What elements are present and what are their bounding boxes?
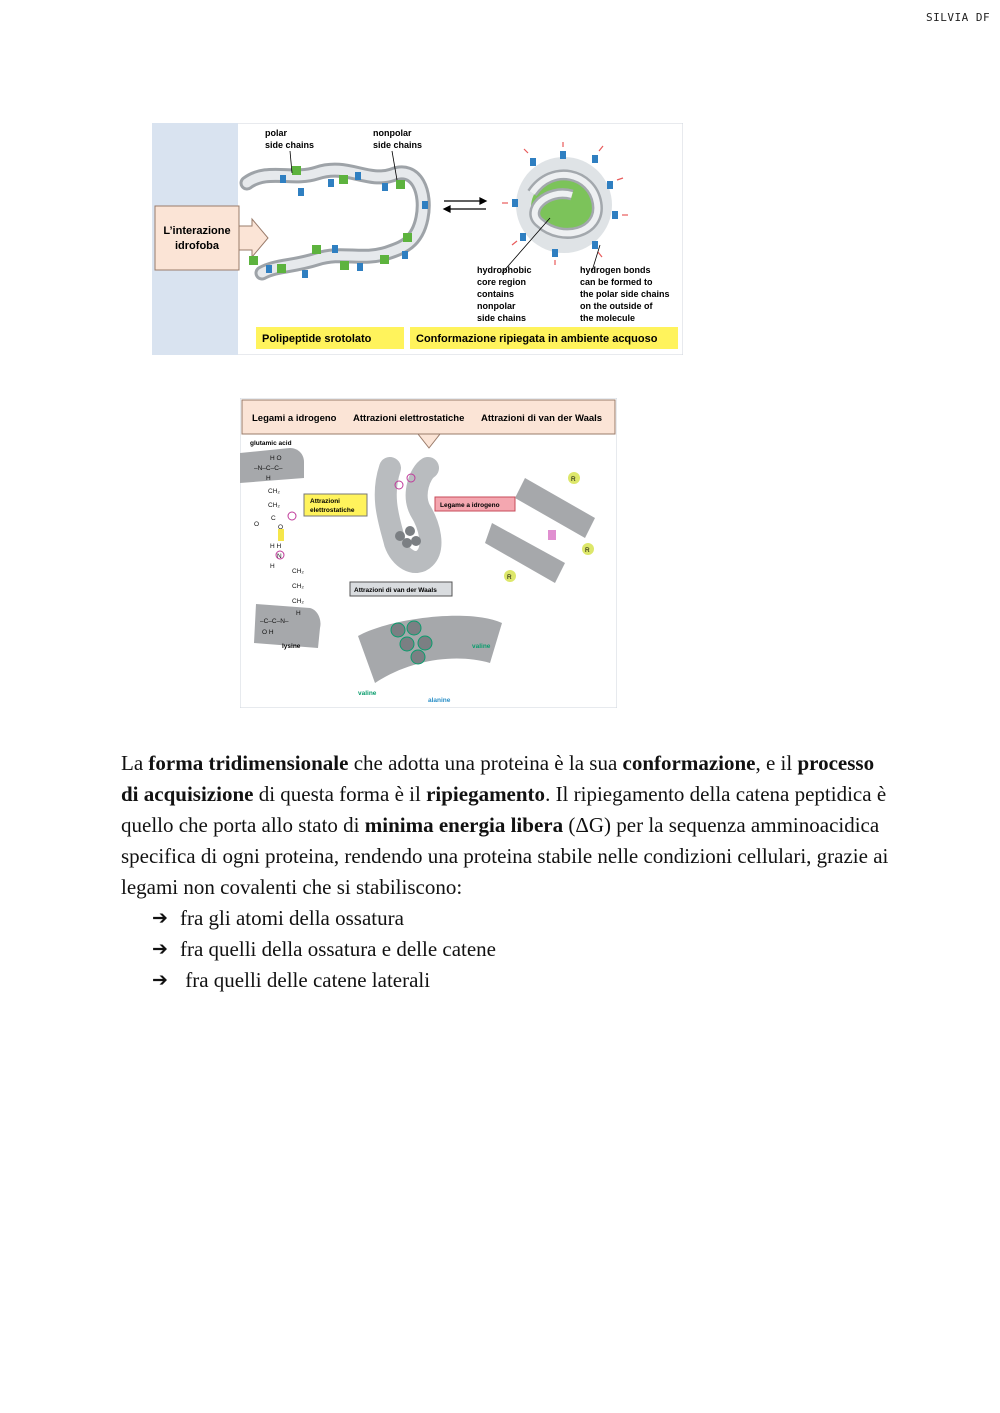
caption-left: Polipeptide srotolato <box>262 333 372 345</box>
label-alanine: alanine <box>428 697 451 704</box>
label-hbonds-4: on the outside of <box>580 301 653 311</box>
author-signature: SILVIA DF <box>926 11 990 24</box>
label-lysine: lysine <box>282 643 301 650</box>
svg-text:–C–C–N–: –C–C–N– <box>260 618 289 625</box>
r-label-bottom: R <box>507 574 512 581</box>
electrostatic-label-2: elettrostatiche <box>310 507 355 514</box>
hydrophobic-folding-figure: L’interazione idrofoba polar side chains… <box>152 123 683 355</box>
interaction-label-line1: L’interazione <box>163 225 230 237</box>
svg-text:H: H <box>296 610 301 617</box>
list-item: ➔ fra quelli delle catene laterali <box>152 965 891 996</box>
main-paragraph: La forma tridimensionale che adotta una … <box>121 748 891 903</box>
label-nonpolar-line1: nonpolar <box>373 128 412 138</box>
label-core-2: core region <box>477 277 526 287</box>
list-item: ➔fra quelli della ossatura e delle caten… <box>152 934 891 965</box>
header-hbonds: Legami a idrogeno <box>252 413 337 424</box>
header-electrostatic: Attrazioni elettrostatiche <box>353 413 464 424</box>
label-glutamic-acid: glutamic acid <box>250 440 292 447</box>
hbond-label: Legame a idrogeno <box>440 502 500 509</box>
svg-text:CH₂: CH₂ <box>268 502 280 509</box>
label-core-4: nonpolar <box>477 301 516 311</box>
r-label-right: R <box>585 547 590 554</box>
list-item: ➔fra gli atomi della ossatura <box>152 903 891 934</box>
svg-text:H: H <box>270 563 275 570</box>
caption-right: Conformazione ripiegata in ambiente acqu… <box>416 333 658 345</box>
svg-text:CH₂: CH₂ <box>292 583 304 590</box>
svg-text:CH₂: CH₂ <box>292 568 304 575</box>
arrow-icon: ➔ <box>152 934 180 965</box>
noncovalent-bonds-figure: Legami a idrogeno Attrazioni elettrostat… <box>240 398 617 708</box>
label-valine-left: valine <box>358 690 377 697</box>
arrow-icon: ➔ <box>152 903 180 934</box>
vdw-label: Attrazioni di van der Waals <box>354 587 437 594</box>
svg-text:H H: H H <box>270 543 282 550</box>
svg-text:C: C <box>271 515 276 522</box>
bullet-list: ➔fra gli atomi della ossatura ➔fra quell… <box>121 903 891 996</box>
label-core-3: contains <box>477 289 514 299</box>
label-polar-line2: side chains <box>265 140 314 150</box>
svg-text:CH₂: CH₂ <box>292 598 304 605</box>
label-nonpolar-line2: side chains <box>373 140 422 150</box>
svg-text:–N–C–C–: –N–C–C– <box>254 465 283 472</box>
label-polar-line1: polar <box>265 128 288 138</box>
electrostatic-label-1: Attrazioni <box>310 498 340 505</box>
svg-text:H O: H O <box>270 455 282 462</box>
interaction-label-line2: idrofoba <box>175 240 220 252</box>
svg-text:H: H <box>266 475 271 482</box>
label-core-5: side chains <box>477 313 526 323</box>
main-paragraph-section: La forma tridimensionale che adotta una … <box>121 748 891 996</box>
label-hbonds-5: the molecule <box>580 313 635 323</box>
svg-text:O: O <box>254 521 259 528</box>
label-hbonds-2: can be formed to <box>580 277 653 287</box>
label-hbonds-3: the polar side chains <box>580 289 670 299</box>
label-hbonds-1: hydrogen bonds <box>580 265 651 275</box>
arrow-icon: ➔ <box>152 965 180 996</box>
svg-text:O H: O H <box>262 629 274 636</box>
header-vdw: Attrazioni di van der Waals <box>481 413 602 424</box>
svg-text:CH₂: CH₂ <box>268 488 280 495</box>
label-valine-right: valine <box>472 643 491 650</box>
r-label-top: R <box>571 476 576 483</box>
label-core-1: hydrophobic <box>477 265 532 275</box>
